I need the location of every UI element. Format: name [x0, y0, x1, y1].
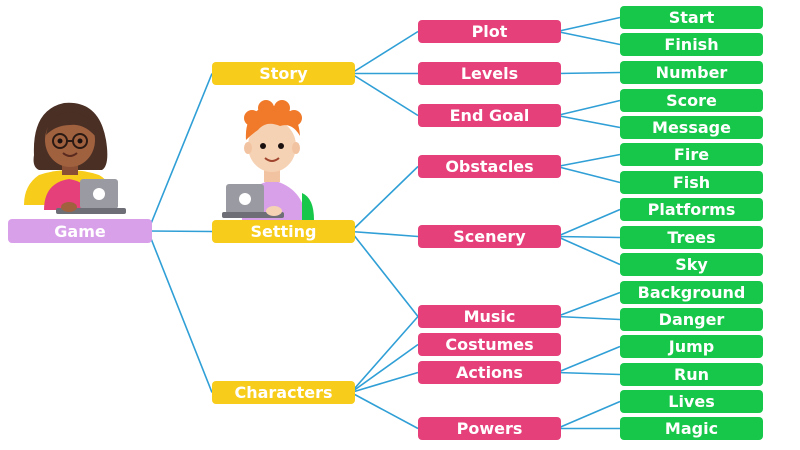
node-scenery: Scenery [418, 225, 561, 248]
node-label: Costumes [445, 335, 534, 354]
node-message: Message [620, 116, 763, 139]
node-setting: Setting [212, 220, 355, 243]
connector-fire [556, 153, 621, 168]
node-label: Run [673, 365, 710, 384]
node-label: Start [668, 8, 715, 27]
node-fire: Fire [620, 143, 763, 166]
girl-with-laptop-illustration [24, 102, 126, 214]
node-label: Platforms [647, 200, 736, 219]
connector-number [556, 71, 621, 75]
connector-scenery [350, 230, 419, 238]
connector-lives [556, 400, 621, 430]
node-label: Plot [471, 22, 508, 41]
node-label: Levels [460, 64, 519, 83]
node-game: Game [8, 219, 152, 243]
connector-jump [556, 345, 621, 374]
node-jump: Jump [620, 335, 763, 358]
connector-plot [350, 30, 419, 75]
connector-fish [556, 165, 621, 184]
node-background: Background [620, 281, 763, 304]
node-start: Start [620, 6, 763, 29]
node-music: Music [418, 305, 561, 328]
node-label: Trees [667, 228, 716, 247]
node-label: Obstacles [445, 157, 534, 176]
connector-music [350, 231, 419, 317]
node-label: Message [652, 118, 731, 137]
node-label: Fire [673, 145, 710, 164]
node-obstacles: Obstacles [418, 155, 561, 178]
connector-actions [350, 371, 419, 394]
node-platforms: Platforms [620, 198, 763, 221]
node-story: Story [212, 62, 355, 85]
node-levels: Levels [418, 62, 561, 85]
node-danger: Danger [620, 308, 763, 331]
connector-story [147, 73, 213, 232]
connector-start [556, 16, 621, 33]
node-magic: Magic [620, 417, 763, 440]
node-costumes: Costumes [418, 333, 561, 356]
node-number: Number [620, 61, 763, 84]
connector-trees [556, 235, 621, 239]
connector-obstacles [350, 165, 419, 233]
node-finish: Finish [620, 33, 763, 56]
node-label: Danger [658, 310, 725, 329]
node-label: Score [666, 91, 717, 110]
node-actions: Actions [418, 361, 561, 384]
node-label: Scenery [453, 227, 526, 246]
node-end-goal: End Goal [418, 104, 561, 127]
connector-music [350, 315, 419, 394]
boy-with-laptop-illustration [222, 100, 314, 220]
node-label: Magic [664, 419, 719, 438]
connector-sky [556, 235, 621, 266]
node-label: Music [463, 307, 516, 326]
connector-end-goal [350, 72, 419, 117]
node-label: Lives [668, 392, 715, 411]
node-label: Actions [456, 363, 523, 382]
connector-costumes [350, 343, 419, 394]
connector-run [556, 371, 621, 376]
node-label: Powers [456, 419, 523, 438]
node-run: Run [620, 363, 763, 386]
node-label: Setting [250, 222, 317, 241]
connector-message [556, 114, 621, 129]
node-label: Sky [675, 255, 708, 274]
connector-background [556, 291, 621, 318]
connector-powers [350, 391, 419, 430]
connector-score [556, 99, 621, 117]
connector-setting [147, 230, 213, 233]
node-score: Score [620, 89, 763, 112]
node-sky: Sky [620, 253, 763, 276]
node-label: Number [655, 63, 728, 82]
node-powers: Powers [418, 417, 561, 440]
node-label: Characters [234, 383, 333, 402]
node-label: Background [637, 283, 746, 302]
node-characters: Characters [212, 381, 355, 404]
node-label: End Goal [449, 106, 530, 125]
node-lives: Lives [620, 390, 763, 413]
node-label: Fish [672, 173, 711, 192]
node-label: Finish [664, 35, 719, 54]
node-label: Game [54, 221, 106, 241]
node-trees: Trees [620, 226, 763, 249]
node-label: Story [259, 64, 308, 83]
connector-finish [556, 30, 621, 46]
connector-platforms [556, 208, 621, 238]
node-fish: Fish [620, 171, 763, 194]
connector-danger [556, 315, 621, 321]
connector-characters [147, 230, 213, 393]
node-label: Jump [668, 337, 715, 356]
node-plot: Plot [418, 20, 561, 43]
